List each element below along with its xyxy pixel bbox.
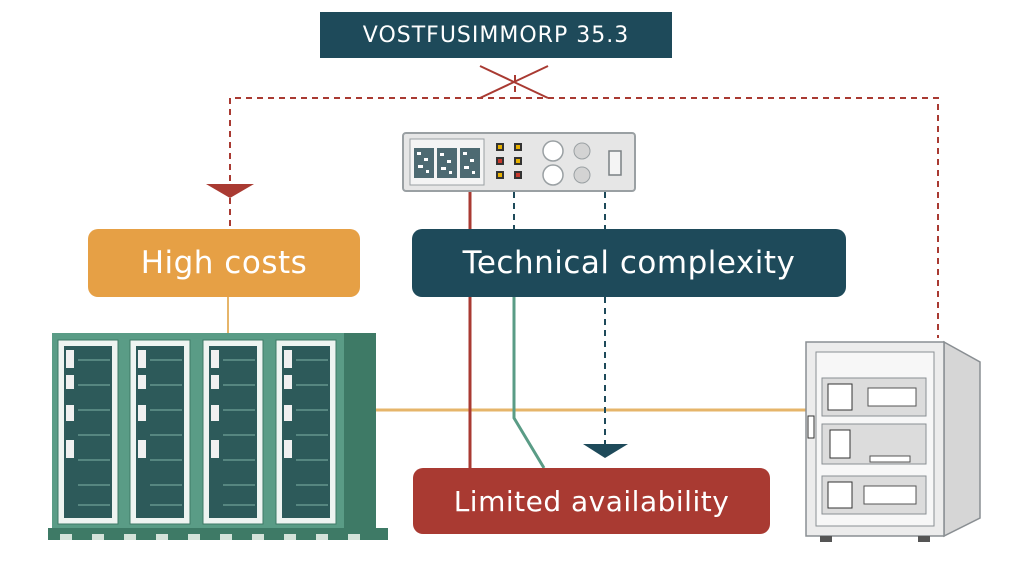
rack-unit — [57, 339, 119, 525]
node-high-costs: High costs — [88, 229, 360, 297]
dashed-connector-right — [515, 97, 939, 338]
server-rack-icon — [48, 333, 388, 540]
connectors — [206, 65, 939, 470]
control-panel-icon — [402, 132, 636, 192]
arrow-to-high-costs — [206, 184, 254, 198]
rack-unit — [275, 339, 337, 525]
rack-unit — [202, 339, 264, 525]
rack-unit — [129, 339, 191, 525]
diagram-title: VOSTFUSIMMORP 35.3 — [320, 12, 672, 58]
arrow-to-limited — [583, 444, 628, 458]
node-technical-complexity: Technical complexity — [412, 229, 846, 297]
node-limited-availability: Limited availability — [413, 468, 770, 534]
cross-mark-b — [479, 65, 549, 99]
connector-tech-to-limited — [512, 297, 546, 469]
server-cabinet-icon — [805, 340, 981, 542]
dashed-connector-left — [229, 75, 516, 192]
